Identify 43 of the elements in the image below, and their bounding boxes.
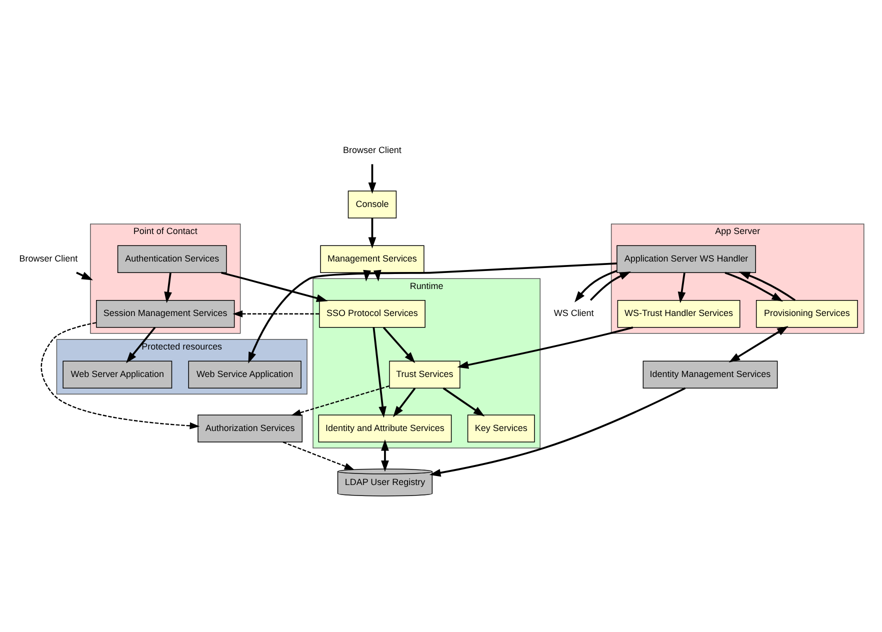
arrow	[368, 218, 376, 248]
arrow	[457, 326, 634, 368]
node-box: Authorization Services	[198, 414, 303, 442]
arrow	[221, 271, 328, 302]
arrow	[373, 269, 382, 281]
arrow	[76, 271, 94, 280]
node-box: Key Services	[467, 414, 535, 442]
node-text: WS Client	[554, 308, 594, 318]
arrow	[126, 326, 156, 363]
node-box: Identity and Attribute Services	[318, 414, 452, 442]
node-box: Web Server Application	[62, 360, 172, 388]
arrow	[429, 386, 686, 476]
arrow	[232, 310, 320, 317]
node-box: Trust Services	[389, 360, 460, 388]
arrow	[363, 269, 371, 281]
arrow	[381, 438, 389, 472]
arrow	[590, 271, 631, 300]
arrow	[282, 441, 354, 470]
arrow	[442, 386, 485, 416]
arrow	[574, 269, 618, 302]
node-box: Session Management Services	[96, 300, 235, 328]
arrow	[291, 384, 390, 416]
arrow	[248, 262, 617, 363]
node-text: Browser Client	[19, 252, 78, 263]
arrow	[382, 326, 416, 363]
arrow	[368, 164, 376, 194]
node-box: Authentication Services	[117, 244, 227, 273]
node-box: Application Server WS Handler	[616, 244, 756, 273]
arrow	[164, 272, 172, 303]
arrow	[392, 387, 416, 417]
node-box: Web Service Application	[188, 360, 302, 388]
arrow	[724, 271, 784, 302]
node-box: WS-Trust Handler Services	[617, 300, 740, 328]
node-text: Browser Client	[343, 144, 402, 154]
arrow	[678, 272, 686, 303]
node-box: Console	[348, 190, 397, 218]
arrow	[728, 325, 788, 362]
arrow	[372, 326, 386, 418]
node-box: Identity Management Services	[642, 360, 778, 388]
node-box: Provisioning Services	[756, 300, 858, 328]
node-box: SSO Protocol Services	[319, 300, 426, 328]
arrow	[738, 271, 796, 301]
arrow	[40, 322, 200, 429]
